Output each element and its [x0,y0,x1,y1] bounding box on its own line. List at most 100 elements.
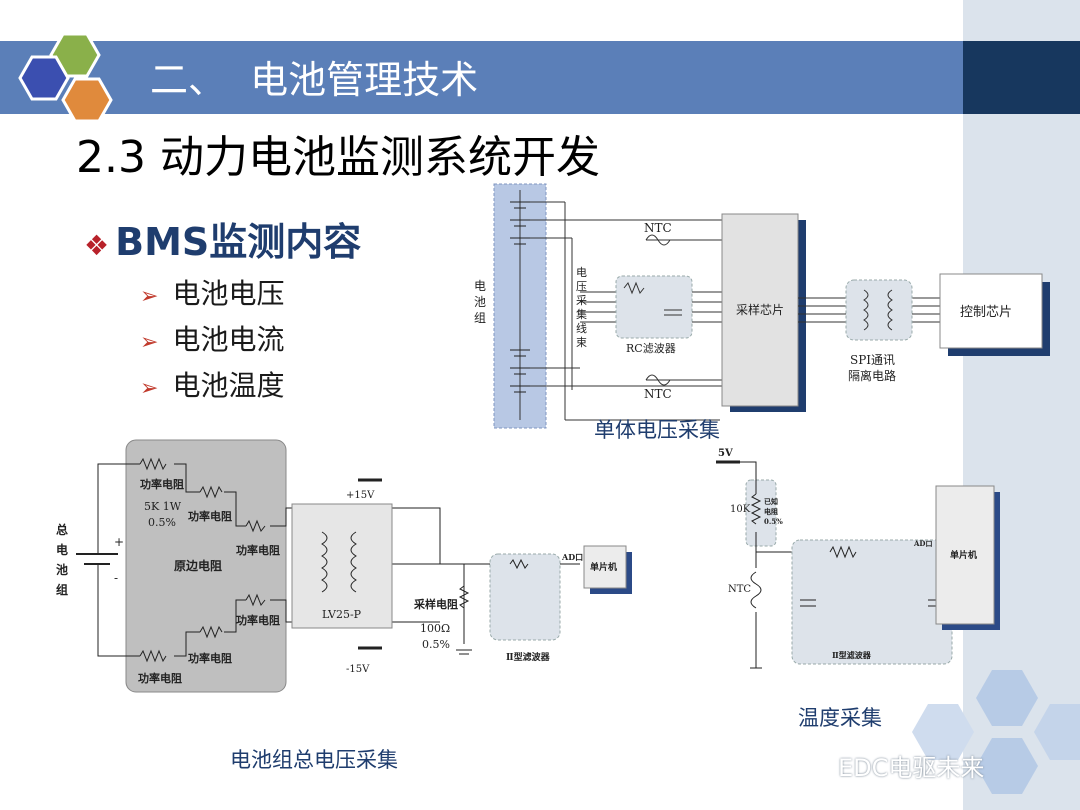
list-item-text: 电池温度 [172,369,285,402]
ntc-bottom-label: NTC [644,387,672,401]
header-bar [0,41,963,114]
ntc-bottom-symbol [645,374,671,386]
page-subtitle: 2.3 动力电池监测系统开发 [76,132,600,183]
r5-label: 功率电阻 [188,651,232,665]
primary-resistor-label: 原边电阻 [174,558,222,573]
green-hexagon-icon [49,32,101,78]
spi-label-line1: SPI通讯 [850,353,895,367]
battery-label-char: 池 [474,295,486,309]
arrow-bullet-icon: ➢ [140,330,159,355]
sample-resistor-tolerance: 0.5% [422,638,450,651]
spi-isolation-box [845,279,913,341]
minus15-label: -15V [346,664,370,675]
pi-filter-box [489,553,561,641]
rc-resistor-symbol [623,281,645,295]
ntc-label: NTC [728,584,751,595]
filter-resistor-symbol [509,558,529,570]
r4-label: 功率电阻 [236,613,280,627]
resistor-symbol [199,625,223,639]
watermark-text: EDC电驱未来 [838,754,985,782]
resistor-symbol [199,485,223,499]
pi-filter-box [791,539,953,665]
transformer-coil-icon [350,531,357,593]
ntc-top-label: NTC [644,221,672,235]
arrow-bullet-icon: ➢ [140,376,159,401]
plus15-label: +15V [346,490,375,501]
primary-resistor-region [125,439,287,693]
sample-chip-box [721,213,799,407]
ntc-top-symbol [645,234,671,246]
control-chip-label: 控制芯片 [960,305,1012,320]
decor-hexagon-icon [976,738,1038,794]
header-title: 二、 电池管理技术 [150,58,479,102]
mcu-box [583,545,627,589]
r1-spec-line2: 0.5% [148,516,176,529]
filter-resistor-symbol [829,545,857,559]
blue-hexagon-icon [18,55,70,101]
cell-voltage-caption: 单体电压采集 [594,418,720,442]
rc-filter-label: RC滤波器 [626,342,676,355]
list-item-text: 电池电压 [172,277,285,310]
known-resistor-symbol [750,493,762,525]
lv25-sensor-box [291,503,393,629]
temp-mcu-box [935,485,995,625]
adc-label: AD口 [561,552,583,562]
ntc-symbol [750,571,762,609]
list-item: ➢ 电池电流 [140,318,284,364]
list-item: ➢ 电池温度 [140,364,284,410]
battery-label-char: 电 [474,279,486,293]
pack-voltage-caption: 电池组总电压采集 [230,748,398,772]
resistor-symbol [139,457,167,471]
r1-spec-line1: 5K 1W [144,500,182,513]
r6-label: 功率电阻 [138,671,182,685]
spi-wires [798,297,940,323]
list-item-text: 电池电流 [172,323,285,356]
resistor-symbol [139,649,167,663]
decor-hexagon-icon [976,670,1038,726]
known-resistor-text: 已知 [764,497,778,506]
known-resistor-text: 0.5% [764,517,783,526]
control-chip-box [939,273,1043,349]
resistor-symbol [245,593,266,607]
pack-plus-sign: + [114,535,124,549]
bullet-list: ➢电池电压 ➢ 电池电流 ➢ 电池温度 [140,272,284,410]
pack-label-char: 组 [56,582,68,597]
decor-hexagon-icon [1034,704,1080,760]
harness-label-char: 采 [576,294,587,307]
battery-label-char: 组 [474,311,486,325]
temp-filter-label: Ⅱ型滤波器 [832,650,872,660]
spi-label-line2: 隔离电路 [848,368,896,383]
temp-mcu-label: 单片机 [950,549,977,561]
known-resistor-text: 电阻 [764,507,778,516]
pack-minus-sign: - [114,571,118,585]
resistor-symbol [245,519,266,533]
decor-hexagon-icon [912,704,974,760]
pack-label-char: 电 [56,542,68,557]
harness-label-char: 线 [576,321,587,335]
decorative-hexagons [912,670,1080,794]
sample-resistor-symbol [458,585,470,609]
r10k-label: 10K [730,504,751,515]
transformer-coil-icon [863,289,869,331]
temperature-diagram: 5V 10K 已知 电阻 0.5% NTC Ⅱ型滤波器 AD口 单片机 [716,448,1000,669]
temperature-caption: 温度采集 [798,706,882,730]
orange-hexagon-icon [61,77,113,123]
mcu-label: 单片机 [590,561,617,573]
battery-cells-bottom [510,349,530,393]
harness-label-char: 电 [576,266,587,279]
rc-filter-box [615,275,693,339]
v5-label: 5V [718,448,733,459]
section-heading: ❖BMS监测内容 [84,216,361,272]
sample-resistor-value: 100Ω [420,622,450,635]
transformer-coil-icon [887,289,893,331]
hexagon-logo [18,32,113,123]
harness-label-char: 束 [576,336,587,349]
sensor-label: LV25-P [322,608,362,621]
pack-label-char: 池 [56,562,68,577]
section-title: BMS监测内容 [115,220,362,264]
temp-adc-label: AD口 [913,539,933,548]
harness-wires [530,201,725,421]
header-dark-block [963,41,1080,114]
list-item: ➢电池电压 [140,272,284,318]
r2-label: 功率电阻 [188,509,232,523]
